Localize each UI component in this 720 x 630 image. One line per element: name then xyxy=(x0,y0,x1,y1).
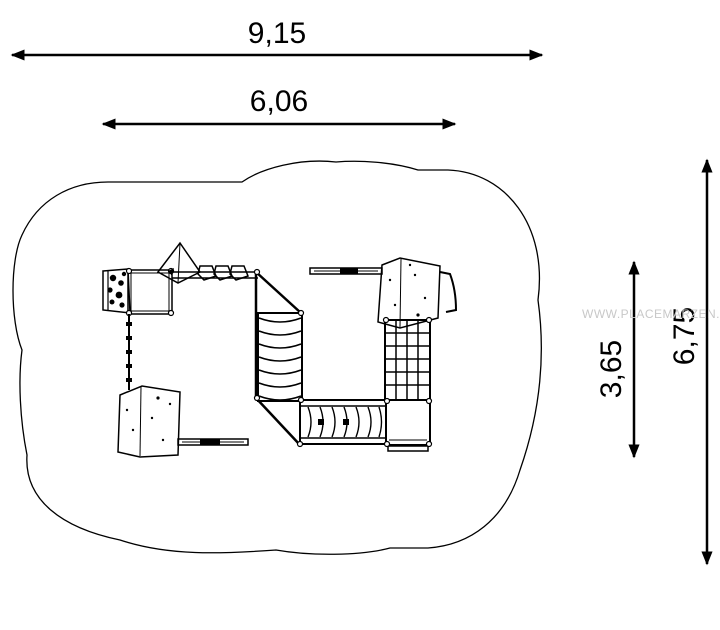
frame-posts xyxy=(253,268,433,448)
climbing-wall xyxy=(102,268,131,314)
safety-zone-outline xyxy=(12,160,543,555)
ladder-left xyxy=(126,314,132,390)
dimension-label-inner-depth: 3,65 xyxy=(595,340,628,398)
rail-right-top xyxy=(309,267,383,275)
platform-right-bottom xyxy=(383,397,433,452)
tower-roof-right xyxy=(377,257,458,329)
horizontal-bridge xyxy=(299,399,387,445)
rope-ladder xyxy=(257,312,303,402)
watermark-text: WWW.PLACEMARZEN.PL xyxy=(582,307,720,321)
platform-left-top xyxy=(125,267,175,317)
dimension-inner-width: 6,06 xyxy=(101,85,457,130)
triangle-roof xyxy=(156,241,202,284)
dimension-overall-depth: 6,75 xyxy=(668,158,713,566)
climbing-net xyxy=(384,319,431,401)
diagonal-frame xyxy=(254,271,302,446)
dimension-overall-width: 9,15 xyxy=(10,17,544,61)
playground-equipment xyxy=(102,241,458,458)
dimension-inner-depth: 3,65 xyxy=(595,260,640,459)
chain-bridge xyxy=(172,265,258,281)
playhouse-left-bottom xyxy=(117,385,181,458)
dimension-label-inner-width: 6,06 xyxy=(250,85,308,118)
dimension-label-overall-depth: 6,75 xyxy=(668,307,701,365)
dimension-label-overall-width: 9,15 xyxy=(248,17,306,50)
rail-left-bottom xyxy=(177,438,249,446)
